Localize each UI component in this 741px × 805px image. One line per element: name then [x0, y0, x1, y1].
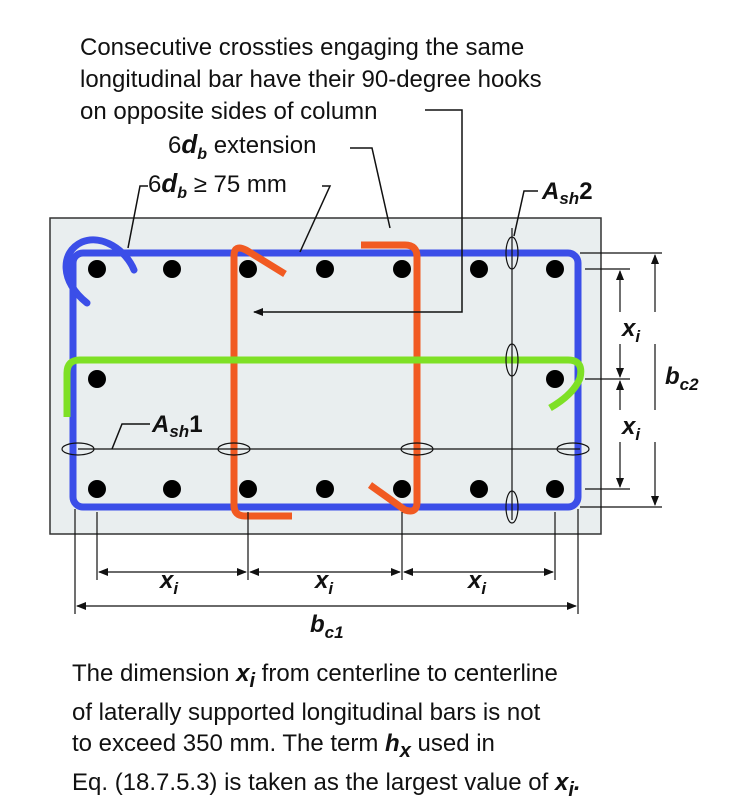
bar: [316, 480, 334, 498]
caption: The dimension xi from centerline to cent…: [72, 658, 732, 805]
label-xi-bottom-3: xi: [466, 567, 487, 598]
longitudinal-bars: [88, 260, 564, 498]
caption-line-4: Eq. (18.7.5.3) is taken as the largest v…: [72, 768, 581, 801]
bar: [239, 260, 257, 278]
note-6db-extension: 6db extension: [168, 129, 316, 163]
bottom-dimension-lines: [74, 509, 579, 614]
note-crossties-line2: longitudinal bar have their 90-degree ho…: [80, 66, 542, 93]
note-6db-hook: 6db ≥ 75 mm: [148, 168, 287, 202]
right-dimension-lines: [580, 252, 662, 508]
label-ash2: Ash2: [541, 178, 593, 208]
bar: [470, 480, 488, 498]
bar: [88, 480, 106, 498]
crosstie-horizontal: [63, 356, 585, 417]
label-ash1: Ash1: [151, 411, 203, 441]
bar: [546, 260, 564, 278]
crosstie-vertical-right: [361, 241, 421, 515]
caption-line-3: to exceed 350 mm. The term hx used in: [72, 729, 495, 762]
bar: [546, 480, 564, 498]
note-crossties-line1: Consecutive crossties engaging the same: [80, 34, 524, 61]
bar: [88, 370, 106, 388]
caption-line-2: of laterally supported longitudinal bars…: [72, 698, 541, 726]
bar: [316, 260, 334, 278]
hoop-135-hook: [62, 236, 138, 307]
label-xi-lower: xi: [620, 413, 641, 444]
ash-section-cuts: [61, 228, 590, 524]
bar: [239, 480, 257, 498]
label-xi-upper: xi: [620, 315, 641, 346]
bar: [393, 480, 411, 498]
bar: [88, 260, 106, 278]
label-xi-bottom-2: xi: [313, 567, 334, 598]
bar: [163, 260, 181, 278]
crosstie-vertical-left: [230, 244, 292, 520]
caption-line-1: The dimension xi from centerline to cent…: [72, 660, 558, 692]
label-bc2: bc2: [665, 363, 699, 394]
bar: [393, 260, 411, 278]
label-bc1: bc1: [310, 611, 344, 642]
bar: [546, 370, 564, 388]
leader-lines: [111, 109, 538, 450]
bar: [163, 480, 181, 498]
bar: [470, 260, 488, 278]
label-xi-bottom-1: xi: [158, 567, 179, 598]
note-crossties-line3: on opposite sides of column: [80, 98, 378, 125]
